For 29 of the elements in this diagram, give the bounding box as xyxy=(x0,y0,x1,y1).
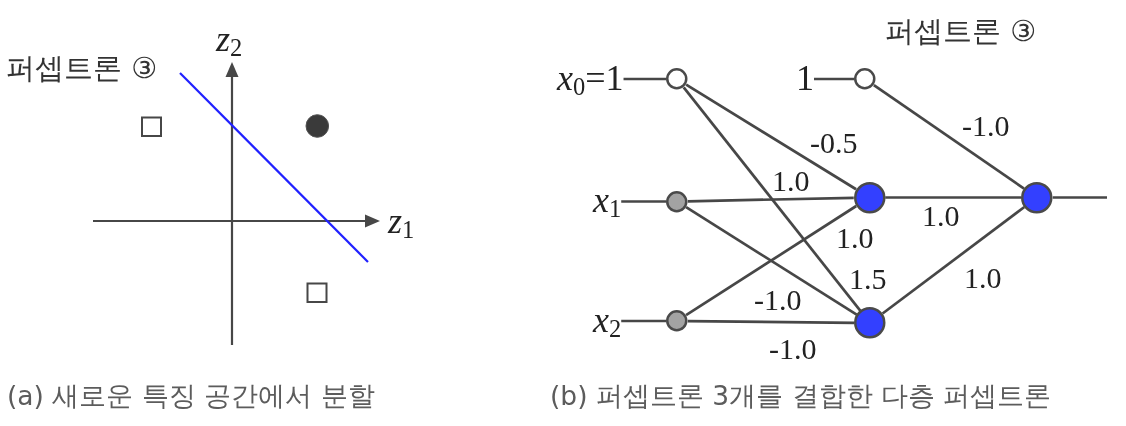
perceptron-label: 퍼셉트론 ③ xyxy=(885,16,1037,48)
axis-label: z$_{1}$ xyxy=(388,201,415,243)
input-neuron xyxy=(666,190,688,213)
connection-line xyxy=(682,86,862,312)
hidden-neuron xyxy=(853,181,886,214)
input-label: x$_{0}$=1 xyxy=(557,58,624,100)
input-neuron xyxy=(666,310,688,332)
hidden-neuron xyxy=(854,307,886,339)
connection-line xyxy=(621,319,667,323)
connection-line xyxy=(687,319,855,325)
boundary-label: 퍼셉트론 ③ xyxy=(6,53,158,85)
connection-line xyxy=(814,77,855,81)
connection-line xyxy=(885,196,1022,199)
axis-label: z$_{2}$ xyxy=(216,19,243,61)
input-label: x$_{1}$ xyxy=(593,180,622,222)
connection-line xyxy=(623,77,667,81)
output-neuron xyxy=(1021,181,1053,214)
bias-label: 1 xyxy=(796,59,814,99)
panel-caption: (b) 퍼셉트론 3개를 결합한 다층 퍼셉트론 xyxy=(550,380,1052,410)
input-neuron xyxy=(666,68,688,90)
output-line xyxy=(1052,196,1107,199)
connection-line xyxy=(685,83,857,191)
bias-neuron xyxy=(854,68,876,90)
connection-line xyxy=(621,200,667,203)
connection-line xyxy=(881,205,1026,315)
panel-caption: (a) 새로운 특징 공간에서 분할 xyxy=(7,380,375,410)
connection-line xyxy=(873,84,1025,190)
connection-line xyxy=(687,196,854,203)
input-label: x$_{2}$ xyxy=(593,300,622,342)
